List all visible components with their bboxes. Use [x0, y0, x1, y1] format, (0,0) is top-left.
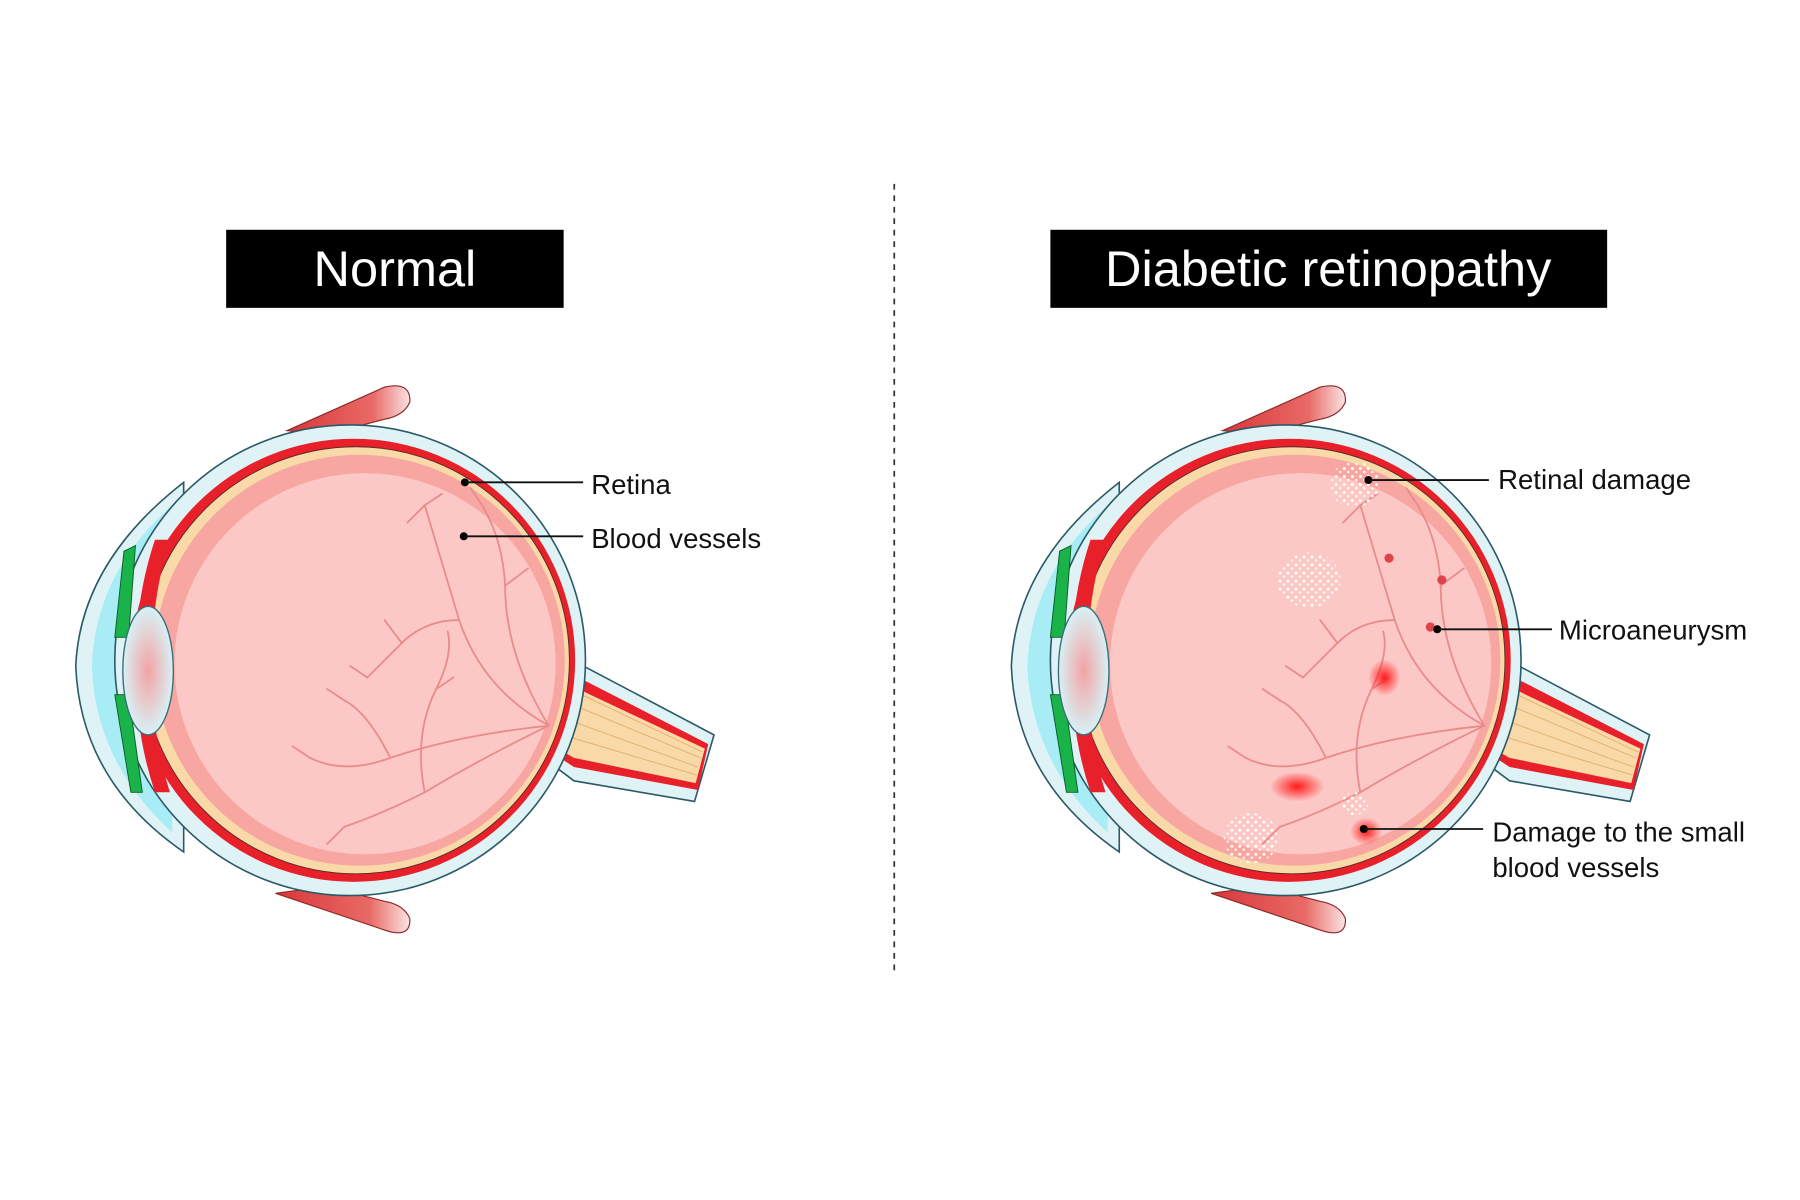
microaneurysm-dot: [1437, 575, 1447, 585]
label-blood-vessels: Blood vessels: [591, 523, 761, 554]
hemorrhage: [1368, 659, 1401, 696]
title-diabetic-retinopathy: Diabetic retinopathy: [1105, 240, 1552, 297]
label-vessel-damage-line1: Damage to the small: [1492, 817, 1745, 848]
title-normal: Normal: [314, 240, 477, 297]
microaneurysm-dot: [1425, 622, 1435, 632]
label-vessel-damage-line2: blood vessels: [1492, 852, 1659, 883]
panel-diabetic-retinopathy: Diabetic retinopathy Retinal damage Micr…: [1010, 229, 1747, 934]
microaneurysm-dot: [1384, 553, 1394, 563]
exudate-patch: [1223, 812, 1279, 864]
label-microaneurysm: Microaneurysm: [1559, 615, 1747, 646]
exudate-patch: [1340, 792, 1369, 816]
title-box-normal: [226, 229, 564, 308]
label-retinal-damage: Retinal damage: [1498, 464, 1691, 495]
hemorrhage: [1269, 771, 1325, 802]
title-box-diabetic: [1050, 229, 1608, 308]
label-retina: Retina: [591, 469, 671, 500]
exudate-patch: [1276, 552, 1341, 608]
exudate-patch: [1329, 461, 1380, 508]
panel-normal: Normal Retina Blood vessels: [74, 229, 761, 934]
